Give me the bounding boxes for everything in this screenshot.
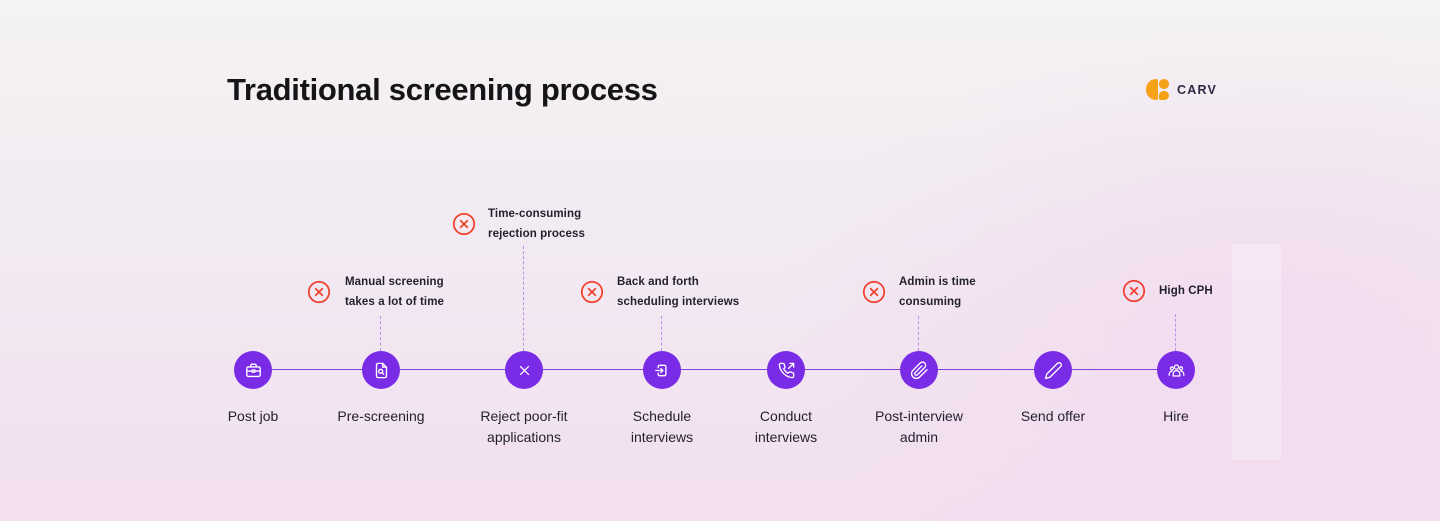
- red-x-circle-icon: [452, 212, 476, 236]
- step-schedule-interviews: [643, 351, 681, 389]
- step-label-post-job: Post job: [227, 408, 279, 424]
- timeline-line: [253, 369, 1176, 370]
- callout-high-cph: High CPH: [1159, 285, 1213, 297]
- red-x-circle-icon: [307, 280, 331, 304]
- step-post-interview-admin: [900, 351, 938, 389]
- step-post-job: [234, 351, 272, 389]
- carv-logo-text: CARV: [1177, 82, 1217, 97]
- page-title: Traditional screening process: [227, 72, 658, 107]
- red-x-circle-icon: [580, 280, 604, 304]
- step-reject-applications: [505, 351, 543, 389]
- dashed-connector: [918, 316, 919, 351]
- dashed-connector: [661, 316, 662, 351]
- dashed-connector: [523, 246, 524, 351]
- x-mark-icon: [519, 365, 529, 375]
- step-hire: [1157, 351, 1195, 389]
- carv-logo-icon: [1146, 78, 1170, 101]
- paperclip-icon: [910, 360, 928, 379]
- step-label-send-offer: Send offer: [1020, 408, 1086, 424]
- people-group-icon: [1168, 363, 1184, 377]
- red-x-circle-icon: [1122, 279, 1146, 303]
- decorative-highlight-rect: [1232, 244, 1281, 460]
- briefcase-icon: [245, 362, 261, 377]
- dashed-connector: [380, 316, 381, 351]
- document-search-icon: [375, 362, 387, 378]
- red-x-circle-icon: [862, 280, 886, 304]
- dashed-connector: [1175, 314, 1176, 351]
- step-label-hire: Hire: [1163, 408, 1189, 424]
- pencil-icon: [1044, 361, 1062, 379]
- carv-logo: CARV: [1146, 78, 1217, 101]
- step-label-pre-screening: Pre-screening: [337, 408, 425, 424]
- step-send-offer: [1034, 351, 1072, 389]
- phone-outgoing-icon: [778, 362, 794, 378]
- step-pre-screening: [362, 351, 400, 389]
- step-conduct-interviews: [767, 351, 805, 389]
- door-arrow-icon: [654, 364, 667, 376]
